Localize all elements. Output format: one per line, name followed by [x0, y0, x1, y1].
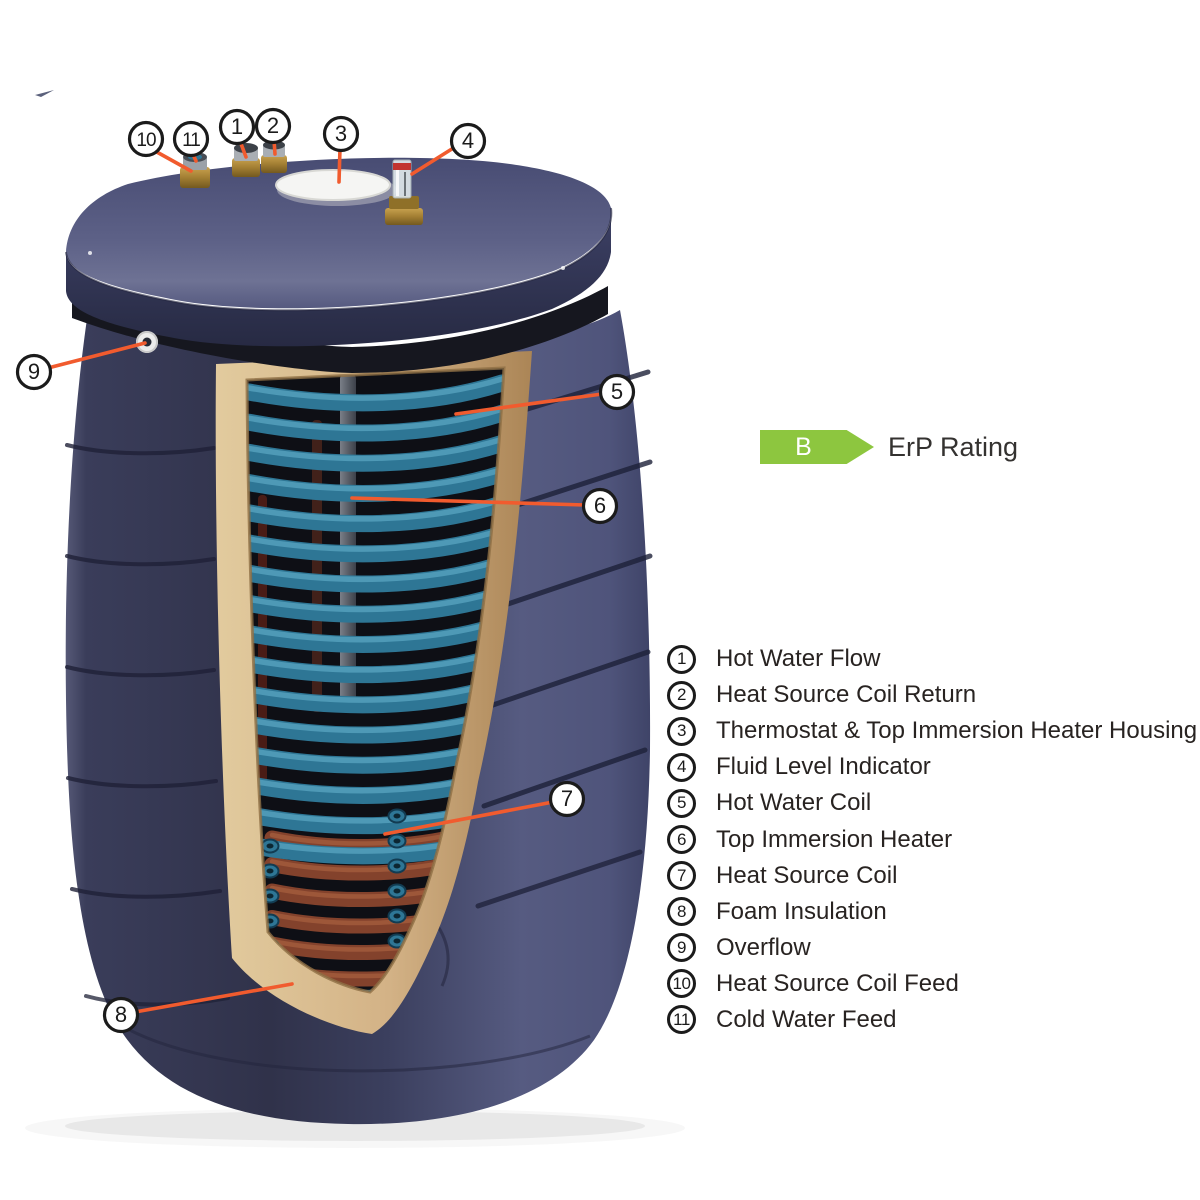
callout-marker-10: 10 — [127, 120, 193, 173]
svg-text:9: 9 — [28, 359, 40, 384]
legend-item-overflow: 9 Overflow — [667, 930, 1197, 966]
svg-text:7: 7 — [561, 786, 573, 811]
render-artifact — [35, 90, 54, 97]
legend-item-heat-source-coil-feed: 10 Heat Source Coil Feed — [667, 966, 1197, 1002]
legend-number-badge: 10 — [667, 969, 696, 999]
fluid-level-indicator — [385, 159, 423, 225]
callout-marker-7: 7 — [383, 780, 586, 836]
callout-marker-8: 8 — [102, 982, 294, 1034]
legend-item-label: Thermostat & Top Immersion Heater Housin… — [716, 717, 1198, 745]
legend-number-badge: 7 — [667, 861, 696, 891]
floor-shadow — [65, 1111, 645, 1141]
legend-number-badge: 5 — [667, 788, 696, 818]
callout-marker-4: 4 — [410, 122, 487, 176]
tank-lid — [65, 156, 613, 347]
legend-number-badge: 6 — [667, 825, 696, 855]
svg-text:2: 2 — [267, 113, 279, 138]
legend-item-label: Heat Source Coil — [716, 861, 898, 889]
legend-item-label: Heat Source Coil Return — [716, 681, 977, 709]
svg-text:8: 8 — [115, 1002, 127, 1027]
hot-water-flow-fitting — [232, 143, 260, 177]
callout-marker-9: 9 — [15, 341, 147, 391]
legend-item-cold-water-feed: 11 Cold Water Feed — [667, 1002, 1197, 1038]
svg-text:11: 11 — [182, 130, 200, 151]
legend-item-hot-water-flow: 1 Hot Water Flow — [667, 641, 1197, 677]
svg-text:10: 10 — [136, 130, 156, 151]
legend-item-label: Heat Source Coil Feed — [716, 969, 959, 997]
legend-item-label: Overflow — [716, 933, 811, 961]
callout-marker-1: 1 — [218, 108, 256, 159]
legend-number-badge: 4 — [667, 752, 696, 782]
callout-marker-3: 3 — [322, 115, 360, 184]
legend-item-top-immersion-heater: 6 Top Immersion Heater — [667, 821, 1197, 857]
callout-markers: 1 2 3 4 5 — [15, 107, 636, 1034]
callout-marker-5: 5 — [454, 373, 636, 416]
legend-item-label: Cold Water Feed — [716, 1005, 897, 1033]
overflow-outlet — [136, 331, 158, 353]
svg-text:4: 4 — [462, 128, 474, 153]
legend-item-label: Hot Water Flow — [716, 645, 881, 673]
legend-item-hot-water-coil: 5 Hot Water Coil — [667, 785, 1197, 821]
svg-text:6: 6 — [594, 493, 606, 518]
lid-gasket — [72, 286, 608, 373]
legend-item-label: Top Immersion Heater — [716, 825, 953, 853]
legend-item-label: Hot Water Coil — [716, 789, 872, 817]
legend-item-label: Foam Insulation — [716, 897, 887, 925]
immersion-heater-rod — [340, 373, 356, 708]
callout-marker-6: 6 — [350, 487, 619, 525]
legend-item-thermostat-housing: 3 Thermostat & Top Immersion Heater Hous… — [667, 713, 1197, 749]
legend-item-heat-source-coil-return: 2 Heat Source Coil Return — [667, 677, 1197, 713]
legend-number-badge: 11 — [667, 1005, 696, 1035]
legend-number-badge: 9 — [667, 933, 696, 963]
legend-item-label: Fluid Level Indicator — [716, 753, 931, 781]
svg-text:1: 1 — [231, 114, 243, 139]
legend-number-badge: 2 — [667, 680, 696, 710]
callout-marker-2: 2 — [254, 107, 292, 156]
legend-item-heat-source-coil: 7 Heat Source Coil — [667, 858, 1197, 894]
erp-grade: B — [795, 432, 812, 461]
svg-text:5: 5 — [611, 379, 623, 404]
callout-marker-11: 11 — [172, 120, 210, 163]
erp-rating-label: ErP Rating — [888, 432, 1019, 462]
svg-text:3: 3 — [335, 121, 347, 146]
legend-number-badge: 3 — [667, 716, 696, 746]
legend-number-badge: 8 — [667, 897, 696, 927]
legend-item-fluid-level-indicator: 4 Fluid Level Indicator — [667, 749, 1197, 785]
erp-badge: B — [760, 430, 874, 464]
legend: 1 Hot Water Flow 2 Heat Source Coil Retu… — [667, 641, 1197, 1038]
legend-item-foam-insulation: 8 Foam Insulation — [667, 894, 1197, 930]
legend-number-badge: 1 — [667, 644, 696, 674]
thermostat-housing-disc — [275, 169, 397, 206]
